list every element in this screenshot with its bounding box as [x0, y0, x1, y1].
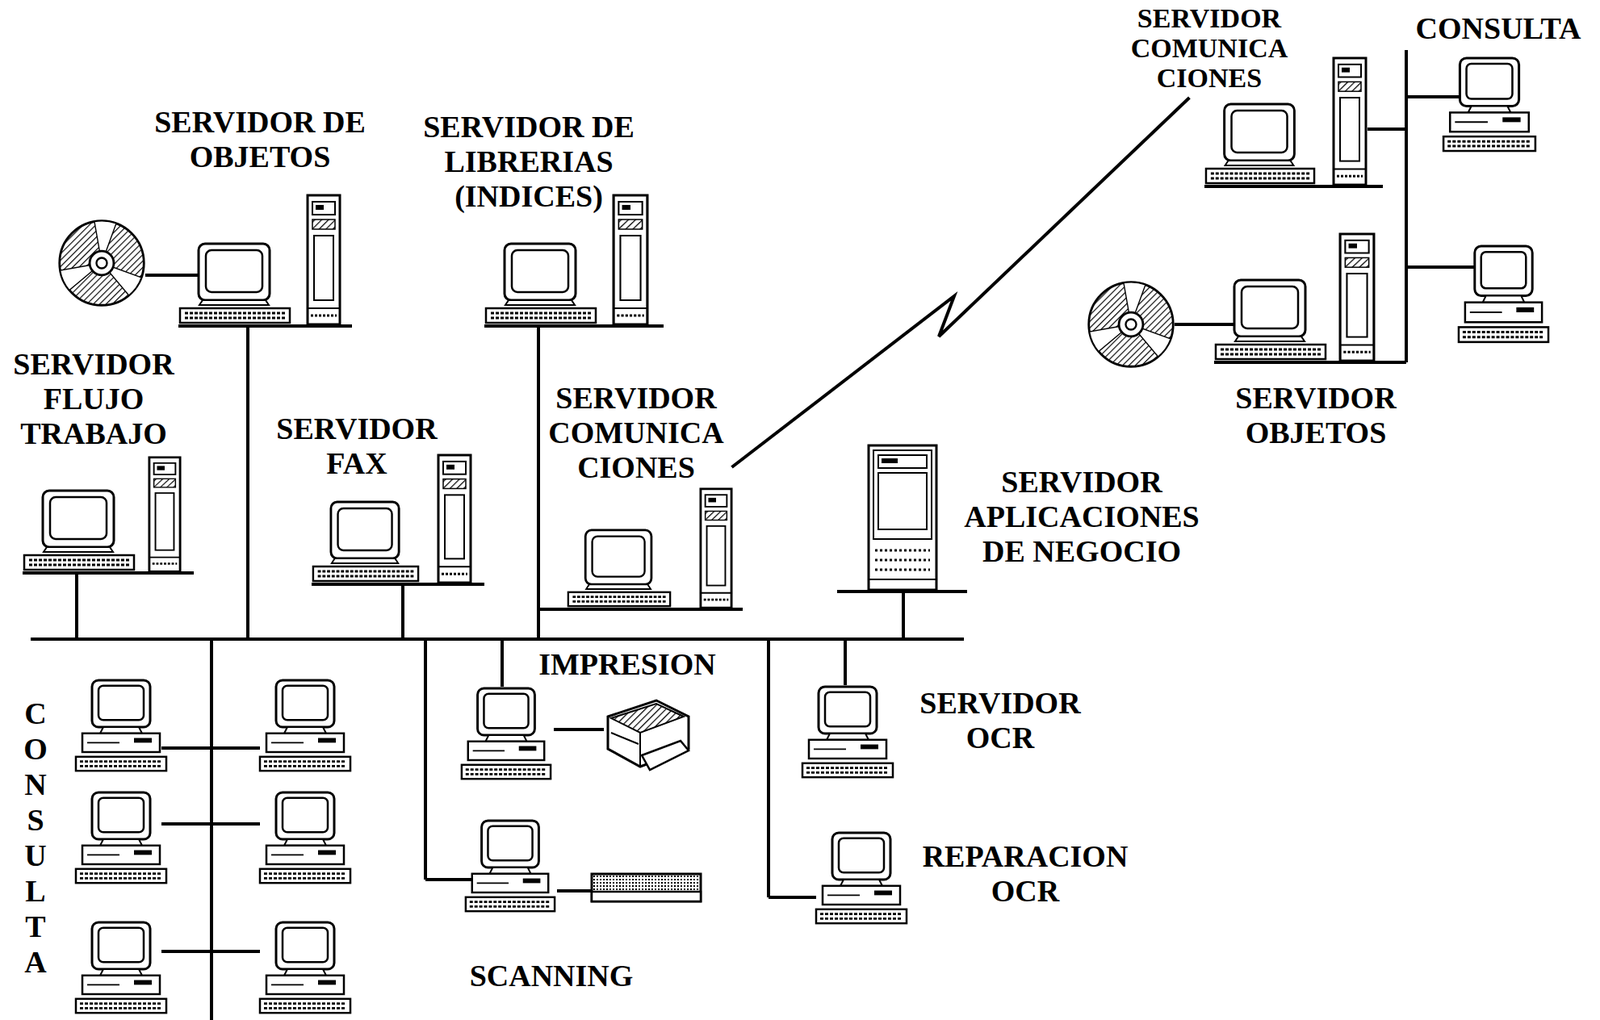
- tower-icon: [438, 455, 471, 583]
- printer-cable: [553, 728, 604, 732]
- tower-icon: [1333, 58, 1366, 185]
- drop-wire: [246, 326, 250, 640]
- station-label: SERVIDOR COMUNICA CIONES: [1126, 3, 1293, 93]
- branch-bus: [766, 639, 771, 898]
- workstation-icon: [313, 502, 419, 582]
- workstation-icon: [180, 243, 290, 323]
- station-name: SERVIDOR FAX: [270, 411, 444, 482]
- tower-icon: [1340, 234, 1374, 361]
- station-name: SERVIDOR COMUNICA CIONES: [1126, 3, 1293, 93]
- drop-wire: [401, 584, 405, 640]
- station-name: SERVIDOR DE LIBRERIAS (INDICES): [415, 109, 642, 214]
- station-name: REPARACION OCR: [916, 839, 1135, 909]
- scanner-icon: [591, 874, 701, 902]
- drop-wire: [75, 573, 79, 640]
- vertical-label: CONSULTA: [20, 695, 51, 981]
- desktop-icon: [816, 833, 907, 924]
- station-label: IMPRESION: [530, 647, 725, 683]
- optical-disc: [1089, 282, 1174, 368]
- workstation-icon: [1206, 104, 1315, 184]
- branch-bus: [423, 639, 428, 880]
- tower-icon: [307, 195, 340, 325]
- desktop-icon: [259, 922, 351, 1014]
- desktop-icon: [461, 688, 551, 780]
- disc-cable: [145, 273, 201, 277]
- station-name: SERVIDOR COMUNICA CIONES: [545, 381, 728, 486]
- station-label: SERVIDOR FLUJO TRABAJO: [7, 347, 181, 452]
- desktop-icon: [259, 792, 351, 884]
- desktop-icon: [802, 686, 893, 778]
- drop-wire: [901, 591, 905, 640]
- branch-wire: [1406, 265, 1476, 269]
- disc-cable: [1174, 322, 1237, 327]
- desktop-icon: [75, 680, 167, 771]
- station-name: SERVIDOR APLICACIONES DE NEGOCIO: [960, 464, 1203, 570]
- drop-wire: [843, 639, 847, 686]
- desktop-icon: [75, 922, 167, 1014]
- branch-bus: [209, 639, 214, 1020]
- station-name: CONSULTA: [1409, 11, 1588, 47]
- station-label: CONSULTA: [1409, 11, 1588, 47]
- optical-disc: [59, 221, 145, 306]
- main-bus: [30, 637, 964, 641]
- tower-icon: [700, 489, 732, 608]
- station-label: SERVIDOR DE LIBRERIAS (INDICES): [415, 109, 642, 214]
- scanner-cable: [557, 889, 592, 893]
- station-label: SERVIDOR APLICACIONES DE NEGOCIO: [960, 464, 1203, 570]
- branch-wire: [1367, 127, 1407, 131]
- tower-icon: [149, 457, 181, 572]
- workstation-icon: [24, 490, 135, 570]
- station-label: REPARACION OCR: [916, 839, 1135, 909]
- branch-wire: [161, 746, 260, 750]
- station-name: SERVIDOR OBJETOS: [1229, 381, 1404, 451]
- desktop-icon: [259, 680, 351, 771]
- station-label: SERVIDOR DE OBJETOS: [146, 104, 373, 175]
- server-cabinet: [868, 445, 937, 591]
- station-name: SCANNING: [462, 959, 641, 994]
- station-name: SERVIDOR DE OBJETOS: [146, 104, 373, 175]
- workstation-icon: [568, 530, 671, 607]
- drop-wire: [500, 639, 504, 687]
- branch-wire: [425, 878, 477, 882]
- branch-wire: [1406, 95, 1462, 99]
- station-name: SERVIDOR FLUJO TRABAJO: [7, 347, 181, 452]
- station-label: SERVIDOR COMUNICA CIONES: [545, 381, 728, 486]
- branch-wire: [161, 950, 260, 954]
- station-label: SCANNING: [462, 959, 641, 994]
- desktop-icon: [465, 820, 555, 912]
- station-name: SERVIDOR OCR: [913, 686, 1088, 756]
- equipment-icons: [24, 58, 1549, 1014]
- branch-wire: [768, 896, 817, 900]
- drop-wire: [536, 326, 541, 640]
- station-label: SERVIDOR OCR: [913, 686, 1088, 756]
- shelf-wire: [1214, 360, 1407, 365]
- station-label: SERVIDOR OBJETOS: [1229, 381, 1404, 451]
- wan-link: [732, 97, 1190, 468]
- desktop-icon: [1458, 246, 1549, 343]
- desktop-icon: [75, 792, 167, 884]
- station-label: CONSULTA: [20, 695, 51, 981]
- network-wires: [22, 50, 1476, 1020]
- workstation-icon: [1215, 280, 1326, 360]
- station-name: IMPRESION: [530, 647, 725, 683]
- workstation-icon: [485, 243, 596, 323]
- station-label: SERVIDOR FAX: [270, 411, 444, 482]
- tower-icon: [613, 195, 648, 325]
- branch-wire: [161, 822, 260, 826]
- desktop-icon: [1443, 58, 1536, 151]
- printer-icon: [607, 700, 689, 771]
